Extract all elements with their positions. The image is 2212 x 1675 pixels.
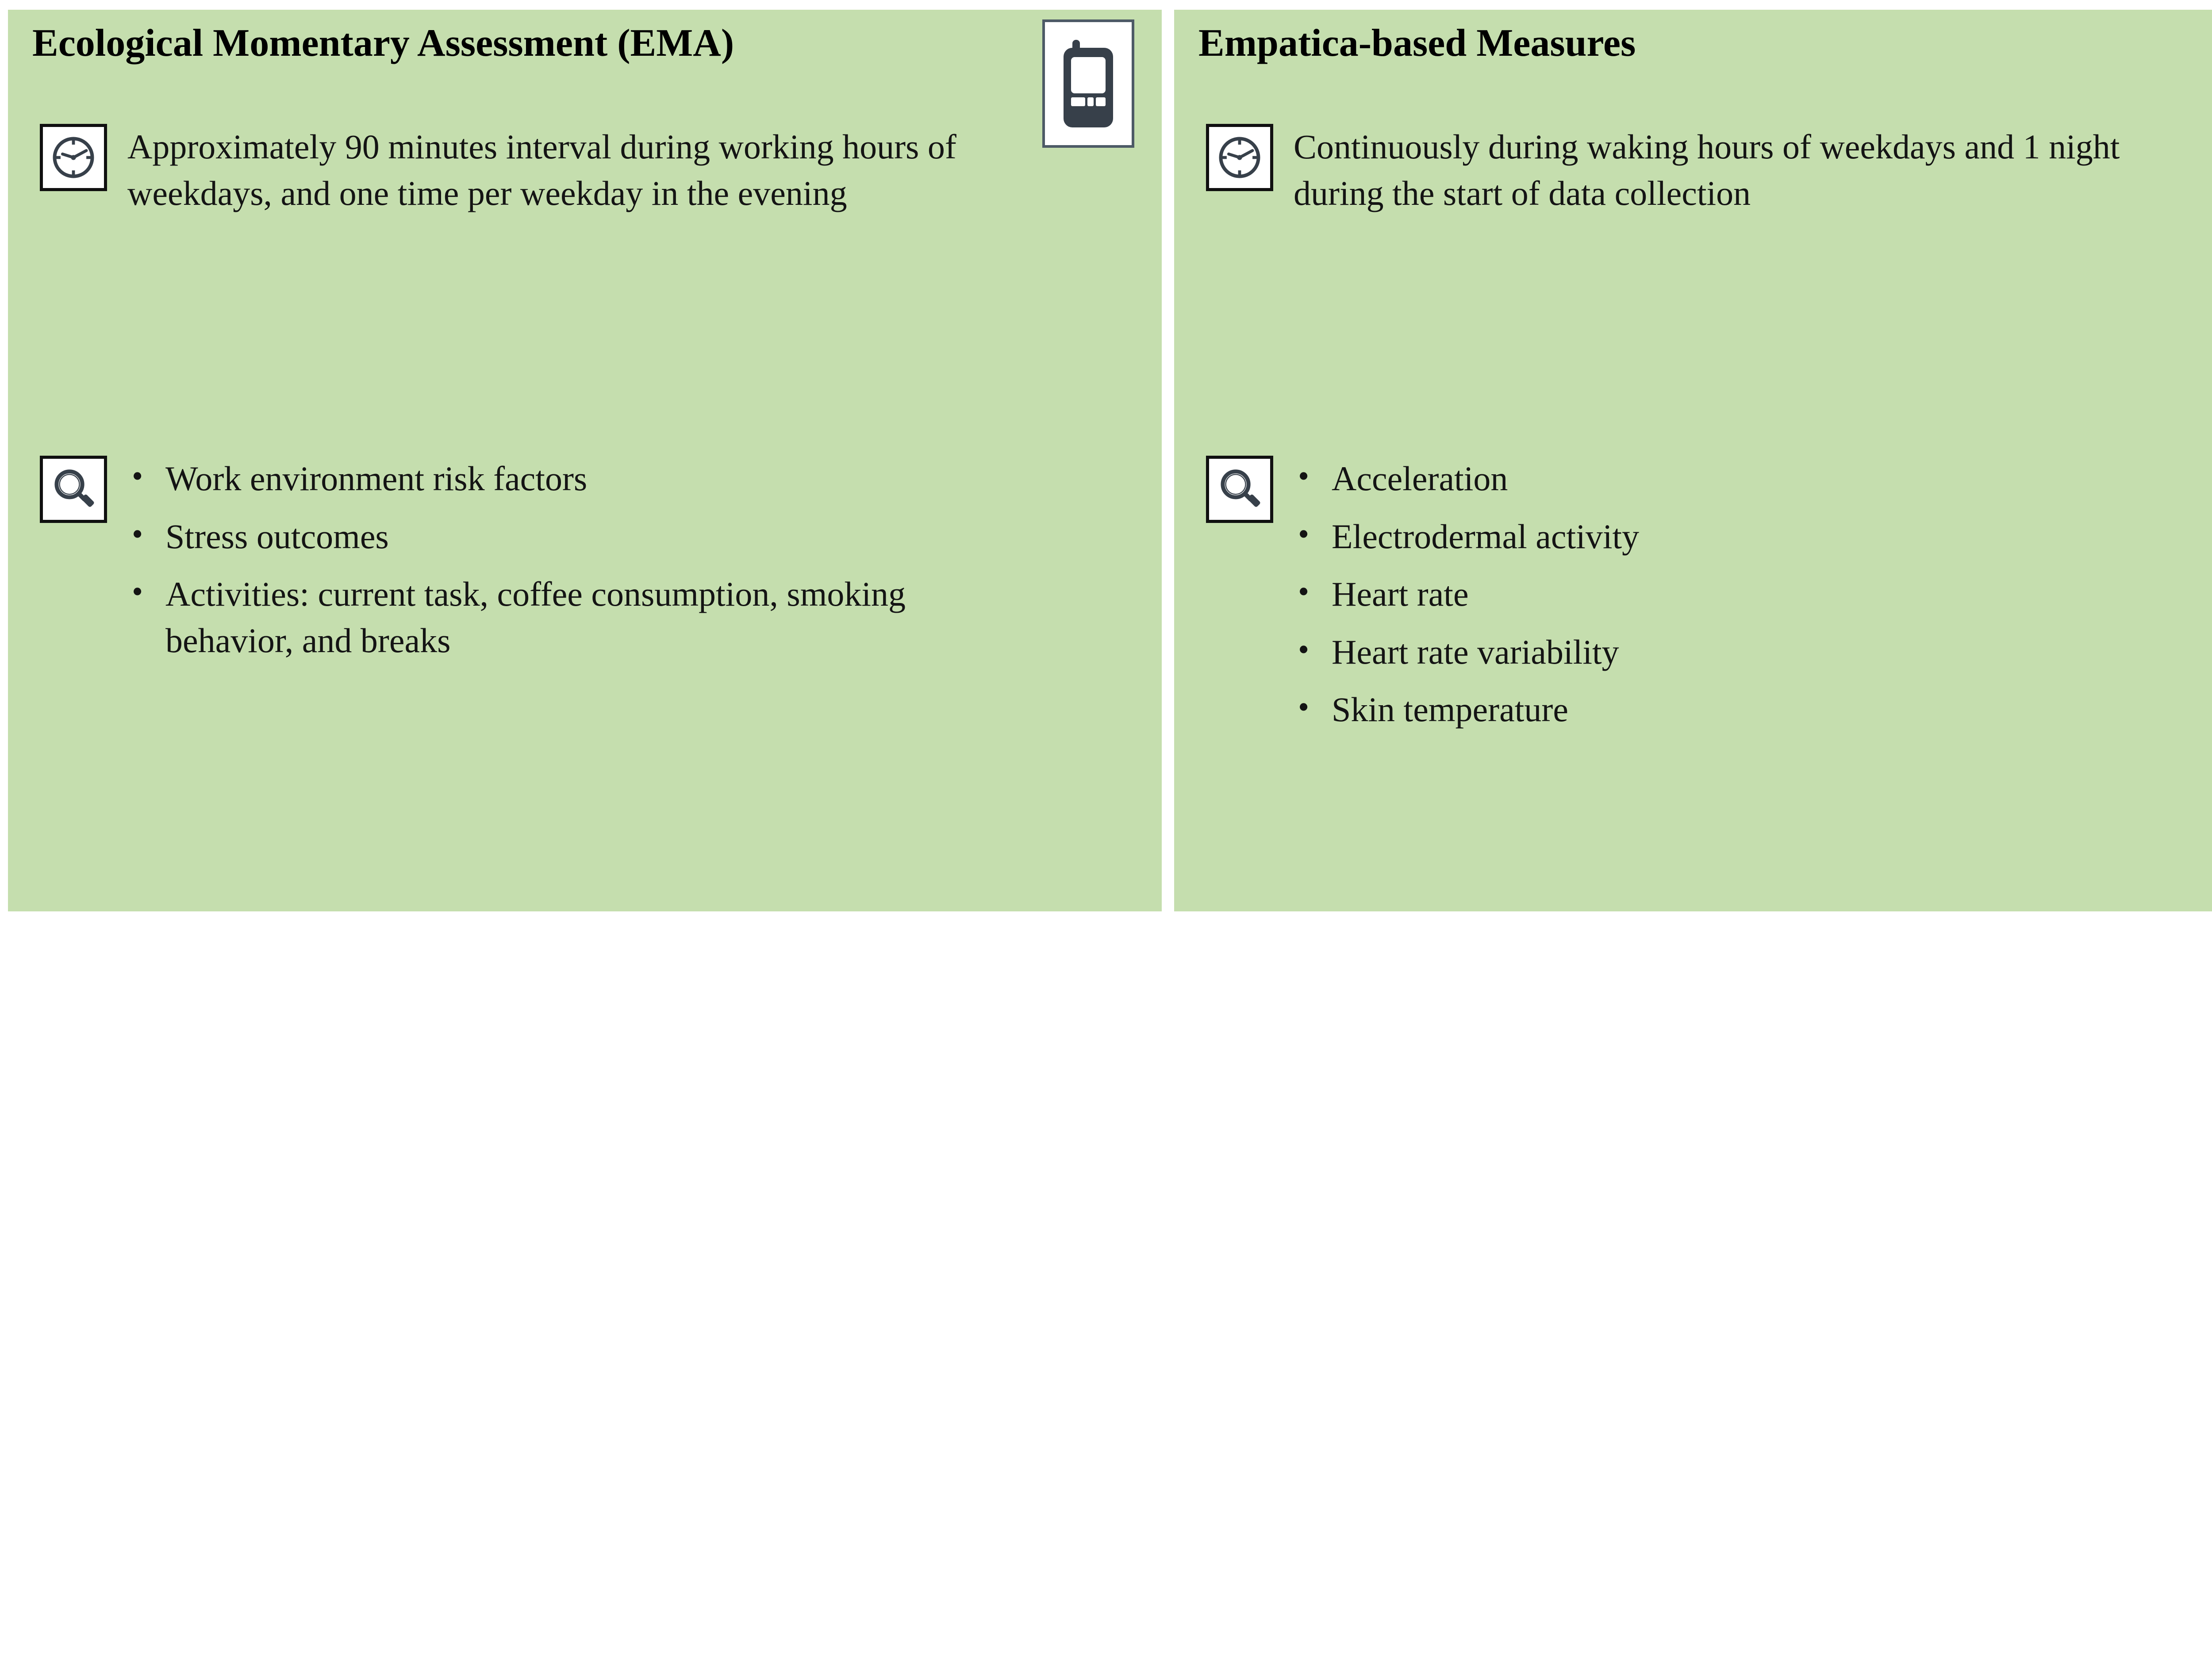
measures-body-empatica: Acceleration Electrodermal activity Hear… bbox=[1294, 455, 2134, 745]
panel-ecological-momentary-assessment: Ecological Momentary Assessment (EMA) bbox=[8, 10, 1162, 911]
list-item: Stress outcomes bbox=[127, 513, 981, 560]
panel-title-ema: Ecological Momentary Assessment (EMA) bbox=[32, 22, 734, 65]
clock-glyph bbox=[53, 137, 94, 178]
measures-row-empatica: Acceleration Electrodermal activity Hear… bbox=[1206, 455, 2212, 745]
clock-icon bbox=[40, 124, 107, 191]
panel-header-empatica: Empatica-based Measures bbox=[1174, 10, 2212, 111]
magnifier-icon bbox=[1206, 456, 1273, 523]
frequency-row-ema: Approximately 90 minutes interval during… bbox=[40, 124, 1128, 216]
mobile-phone-glyph bbox=[1064, 40, 1113, 127]
panel-empatica-based-measures: Empatica-based Measures bbox=[1174, 10, 2212, 911]
measures-list-empatica: Acceleration Electrodermal activity Hear… bbox=[1294, 455, 2134, 733]
clock-icon bbox=[1206, 124, 1273, 191]
list-item: Heart rate variability bbox=[1294, 628, 2134, 676]
frequency-text-ema: Approximately 90 minutes interval during… bbox=[127, 127, 956, 212]
frequency-text-empatica: Continuously during waking hours of week… bbox=[1294, 127, 2120, 212]
list-item: Electrodermal activity bbox=[1294, 513, 2134, 560]
magnifier-glyph bbox=[1221, 469, 1260, 507]
list-item: Skin temperature bbox=[1294, 686, 2134, 733]
list-item: Work environment risk factors bbox=[127, 455, 981, 502]
magnifier-glyph bbox=[54, 469, 94, 507]
measures-body-ema: Work environment risk factors Stress out… bbox=[127, 455, 981, 675]
mobile-phone-icon bbox=[1042, 19, 1134, 148]
frequency-row-empatica: Continuously during waking hours of week… bbox=[1206, 124, 2212, 216]
frequency-body-empatica: Continuously during waking hours of week… bbox=[1294, 124, 2161, 216]
measures-list-ema: Work environment risk factors Stress out… bbox=[127, 455, 981, 664]
frequency-body-ema: Approximately 90 minutes interval during… bbox=[127, 124, 981, 216]
magnifier-icon bbox=[40, 456, 107, 523]
list-item: Activities: current task, coffee consump… bbox=[127, 570, 981, 664]
measures-row-ema: Work environment risk factors Stress out… bbox=[40, 455, 1137, 675]
panel-title-empatica: Empatica-based Measures bbox=[1198, 22, 1636, 65]
list-item: Heart rate bbox=[1294, 570, 2134, 618]
clock-glyph bbox=[1219, 137, 1260, 178]
list-item: Acceleration bbox=[1294, 455, 2134, 502]
panel-header-ema: Ecological Momentary Assessment (EMA) bbox=[8, 10, 1162, 111]
